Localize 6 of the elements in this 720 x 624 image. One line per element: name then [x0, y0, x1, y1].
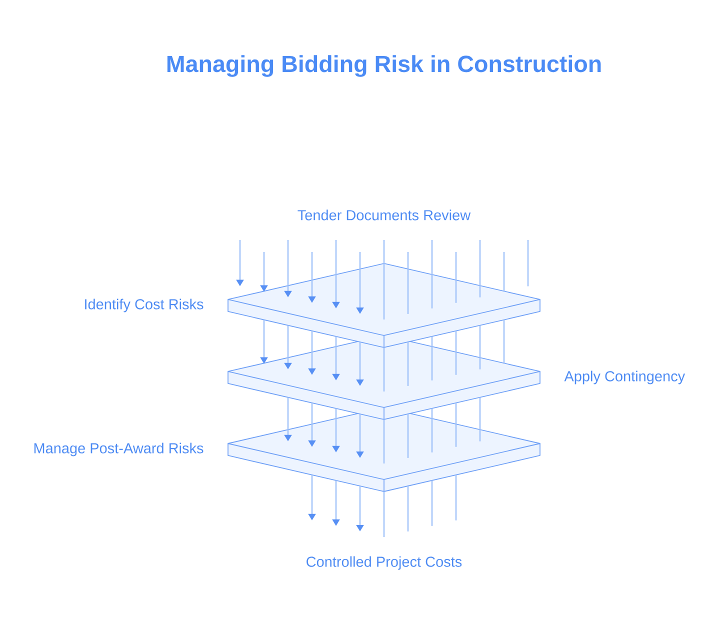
plate-label: Apply Contingency: [564, 370, 686, 384]
plate-label: Identify Cost Risks: [85, 298, 204, 312]
label: Tender Documents Review: [298, 210, 471, 220]
title: Managing Bidding Risk in Construction: [167, 55, 601, 77]
plate-label: Manage Post-Award Risks: [34, 442, 204, 456]
label: Controlled Project Costs: [306, 556, 462, 570]
